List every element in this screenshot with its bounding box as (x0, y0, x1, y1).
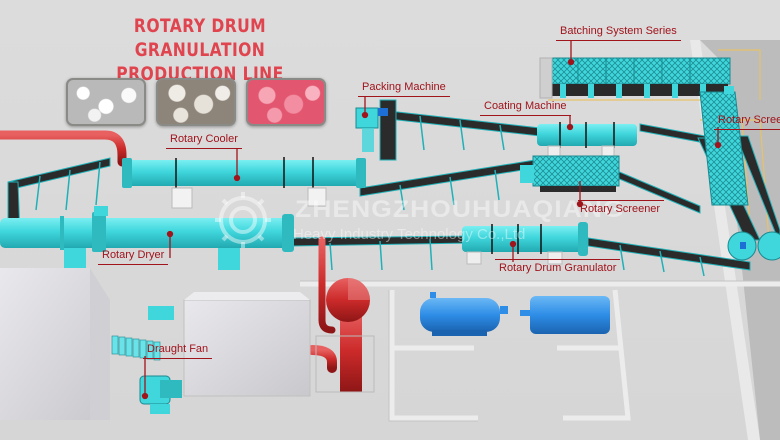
title-line-1: ROTARY DRUM GRANULATION (133, 15, 267, 61)
hot-air-pipes (0, 130, 443, 390)
coating-machine-drum (537, 122, 637, 159)
hot-air-furnace (0, 268, 110, 420)
label-rotary-dryer: Rotary Dryer (98, 249, 169, 265)
watermark-subtitle: Heavy Industry Technology Co.,Ltd (293, 226, 526, 243)
label-packing-machine: Packing Machine (358, 81, 450, 97)
label-text: Rotary Screener (580, 203, 661, 215)
rotary-screener-drum (520, 155, 620, 192)
label-text: Packing Machine (362, 81, 446, 93)
watermark-company: ZHENGZHOUHUAQIANG (295, 196, 625, 223)
batching-system (539, 57, 731, 99)
rotary-screener-inclined (699, 86, 749, 206)
label-text: Rotary Cooler (170, 133, 238, 145)
label-text: Coating Machine (484, 100, 567, 112)
watermark-gear-logo (215, 192, 271, 248)
label-rotary-drum-granulator: Rotary Drum Granulator (495, 258, 621, 275)
label-rotary-screener-top: Rotary Screener (714, 114, 780, 130)
packing-machine-unit (355, 107, 388, 152)
label-rotary-screener: Rotary Screener (578, 199, 665, 216)
label-text: Batching System Series (560, 25, 677, 37)
label-draught-fan: Draught Fan (143, 343, 213, 359)
label-text: Rotary Screener (718, 114, 780, 126)
conveyor-supports (35, 115, 705, 277)
sample-grey-granules (156, 78, 236, 126)
label-text: Rotary Drum Granulator (499, 262, 617, 274)
label-text: Rotary Dryer (102, 249, 165, 261)
crushers (727, 231, 780, 261)
rotary-dryer-drum (0, 206, 294, 270)
rotary-drum-granulator-drum (462, 222, 588, 265)
sample-pink-granules (246, 78, 326, 126)
diagram-title: ROTARY DRUM GRANULATION PRODUCTION LINE (85, 14, 315, 86)
sample-white-granules (66, 78, 146, 126)
rotary-cooler-drum (122, 157, 366, 209)
blue-tanks (420, 292, 610, 336)
settling-chamber (183, 292, 311, 397)
label-batching-system: Batching System Series (556, 25, 681, 41)
label-rotary-cooler: Rotary Cooler (166, 133, 242, 149)
label-text: Draught Fan (147, 343, 209, 355)
cyclone-dust-collector (315, 278, 375, 393)
label-coating-machine: Coating Machine (480, 100, 571, 116)
